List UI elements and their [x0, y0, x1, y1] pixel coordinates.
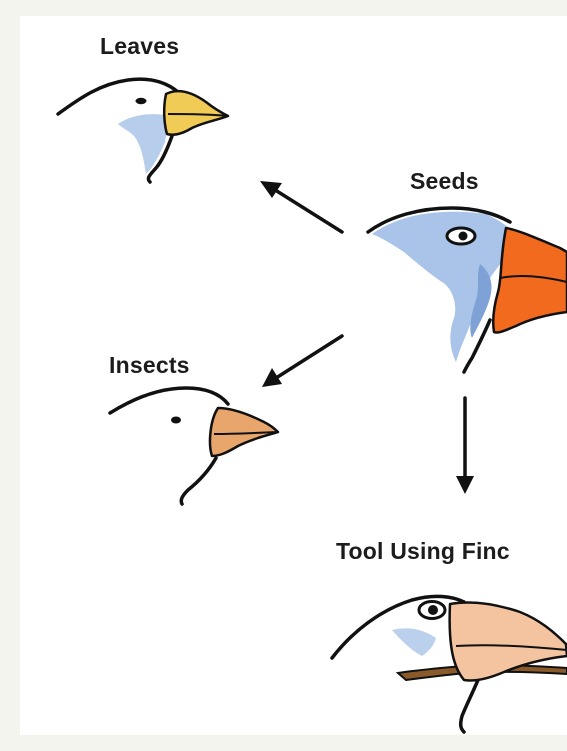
insects-eye — [171, 417, 181, 424]
leaves-eye — [136, 98, 147, 104]
finch-beak-diagram — [20, 16, 567, 735]
seeds-eye — [459, 232, 468, 241]
arrow-to-tool-head — [456, 476, 474, 494]
arrow-to-leaves-head — [260, 181, 282, 198]
tool-face-patch — [392, 628, 436, 656]
leaves-head-outline — [58, 79, 178, 114]
label-insects: Insects — [109, 352, 190, 379]
tool-throat-outline — [461, 680, 478, 732]
leaves-finch-head — [58, 79, 228, 182]
leaves-beak — [164, 91, 228, 135]
seeds-finch-head — [368, 208, 567, 372]
leaves-face-patch — [118, 114, 170, 174]
insects-finch-head — [110, 388, 278, 504]
insects-head-outline — [110, 388, 228, 413]
insects-throat-outline — [181, 458, 216, 504]
arrow-to-leaves — [260, 181, 342, 232]
tool-eye — [428, 605, 438, 615]
arrow-to-tool — [456, 398, 474, 494]
tool-finch-head — [332, 596, 567, 732]
diagram-panel: Leaves Seeds Insects Tool Using Finc — [20, 16, 567, 735]
arrow-to-insects — [262, 336, 342, 387]
label-tool-using-finch: Tool Using Finc — [336, 538, 510, 565]
label-seeds: Seeds — [410, 168, 479, 195]
label-leaves: Leaves — [100, 33, 179, 60]
